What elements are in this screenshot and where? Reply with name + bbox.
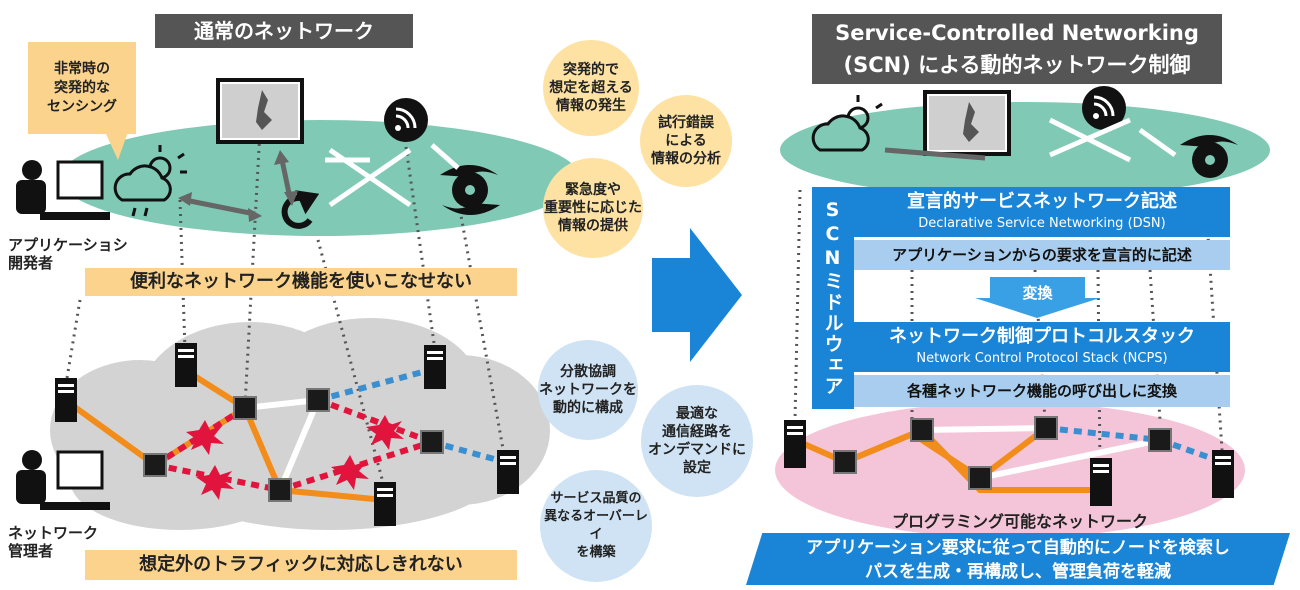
ellipse-arrows: [178, 143, 460, 222]
dsn-description: アプリケーションからの要求を宣言的に記述: [854, 240, 1230, 270]
router-node-icon: [968, 466, 992, 490]
router-node-icon: [1034, 416, 1058, 440]
benefit-line1: アプリケーション要求に従って自動的にノードを検索し: [806, 538, 1230, 558]
router-node-icon: [306, 388, 330, 412]
explosion-icon: [186, 420, 224, 455]
convert-arrow: [975, 277, 1100, 318]
server-icon: [374, 482, 396, 526]
scn-application-ellipse: [780, 102, 1270, 198]
router-node-icon: [143, 453, 167, 477]
problem-banner-top: 便利なネットワーク機能を使いこなせない: [85, 268, 517, 296]
rss-icon: [384, 98, 428, 142]
server-icon: [784, 420, 806, 468]
bubble-optimal-route: 最適な 通信経路を オンデマンドに 設定: [641, 385, 753, 497]
map-icon: [216, 78, 304, 144]
sun-cloud-icon: [811, 95, 883, 152]
router-node-icon: [1148, 428, 1172, 452]
server-icon: [55, 378, 77, 422]
network-admin-label: ネットワーク 管理者: [8, 524, 99, 560]
sensing-callout: 非常時の 突発的な センシング: [28, 42, 136, 134]
explosion-icons: [186, 415, 404, 500]
problem-banner-bottom: 想定外のトラフィックに対応しきれない: [85, 550, 517, 580]
dsn-subtitle: Declarative Service Networking (DSN): [918, 216, 1166, 231]
right-title: Service-Controlled Networking (SCN) による動…: [812, 14, 1222, 84]
router-node-icon: [910, 418, 934, 442]
scn-benefit-banner: アプリケーション要求に従って自動的にノードを検索し パスを生成・再構成し、管理負…: [746, 533, 1290, 585]
bubble-distributed-network: 分散協調 ネットワークを 動的に構成: [538, 340, 638, 440]
dsn-title: 宣言的サービスネットワーク記述: [907, 191, 1177, 212]
ncps-title: ネットワーク制御プロトコルスタック: [889, 326, 1195, 347]
server-icon: [497, 450, 519, 494]
router-node-icon: [420, 430, 444, 454]
programmable-network-label: プログラミング可能なネットワーク: [891, 512, 1148, 531]
right-title-line1: Service-Controlled Networking: [835, 21, 1199, 45]
big-right-arrow: [652, 228, 742, 362]
router-node-icon: [268, 478, 292, 502]
rss-icon: [1082, 86, 1126, 130]
ncps-header: ネットワーク制御プロトコルスタック Network Control Protoc…: [854, 322, 1230, 372]
bubble-sudden-info: 突発的で 想定を超える 情報の発生: [543, 40, 639, 136]
scn-middleware-bar: SCNミドルウェア: [812, 187, 854, 409]
explosion-icon: [366, 415, 404, 450]
server-icon: [1090, 458, 1112, 506]
callout-tail: [105, 132, 128, 160]
right-title-line2: (SCN) による動的ネットワーク制御: [843, 53, 1191, 77]
right-servers: [784, 420, 1234, 506]
server-icon: [175, 343, 197, 387]
explosion-icon: [196, 465, 234, 500]
map-icon: [923, 90, 1011, 156]
typhoon-icon: [1180, 135, 1238, 178]
application-layer-ellipse: [60, 120, 580, 236]
left-servers: [55, 343, 519, 526]
convert-label: 変換: [1022, 284, 1053, 302]
scn-middleware-label: SCNミドルウェア: [821, 199, 844, 397]
typhoon-icon: [440, 165, 500, 215]
dsn-header: 宣言的サービスネットワーク記述 Declarative Service Netw…: [854, 187, 1230, 237]
benefit-line2: パスを生成・再構成し、管理負荷を軽減: [865, 562, 1171, 582]
refresh-icon: [281, 190, 320, 229]
computer-user-icon: [16, 160, 110, 220]
network-cloud: [50, 318, 550, 530]
server-icon: [424, 345, 446, 389]
left-title: 通常のネットワーク: [155, 14, 413, 48]
bubble-priority-info: 緊急度や 重要性に応じた 情報の提供: [543, 158, 643, 258]
ncps-subtitle: Network Control Protocol Stack (NCPS): [916, 351, 1168, 366]
router-node-icon: [833, 450, 857, 474]
explosion-icon: [331, 455, 369, 490]
left-router-nodes: [143, 388, 444, 502]
bubble-trial-error: 試行錯誤 による 情報の分析: [640, 95, 732, 187]
server-icon: [1212, 450, 1234, 498]
right-router-nodes: [833, 416, 1172, 490]
ncps-description: 各種ネットワーク機能の呼び出しに変換: [854, 375, 1230, 407]
app-developer-label: アプリケーショシ 開発者: [8, 236, 128, 272]
sun-cloud-icon: [113, 145, 187, 217]
router-node-icon: [233, 396, 257, 420]
bubble-overlay: サービス品質の 異なるオーバーレイ を構築: [540, 470, 652, 582]
computer-user-icon: [16, 450, 110, 510]
ellipse-arrows: [884, 117, 1177, 163]
